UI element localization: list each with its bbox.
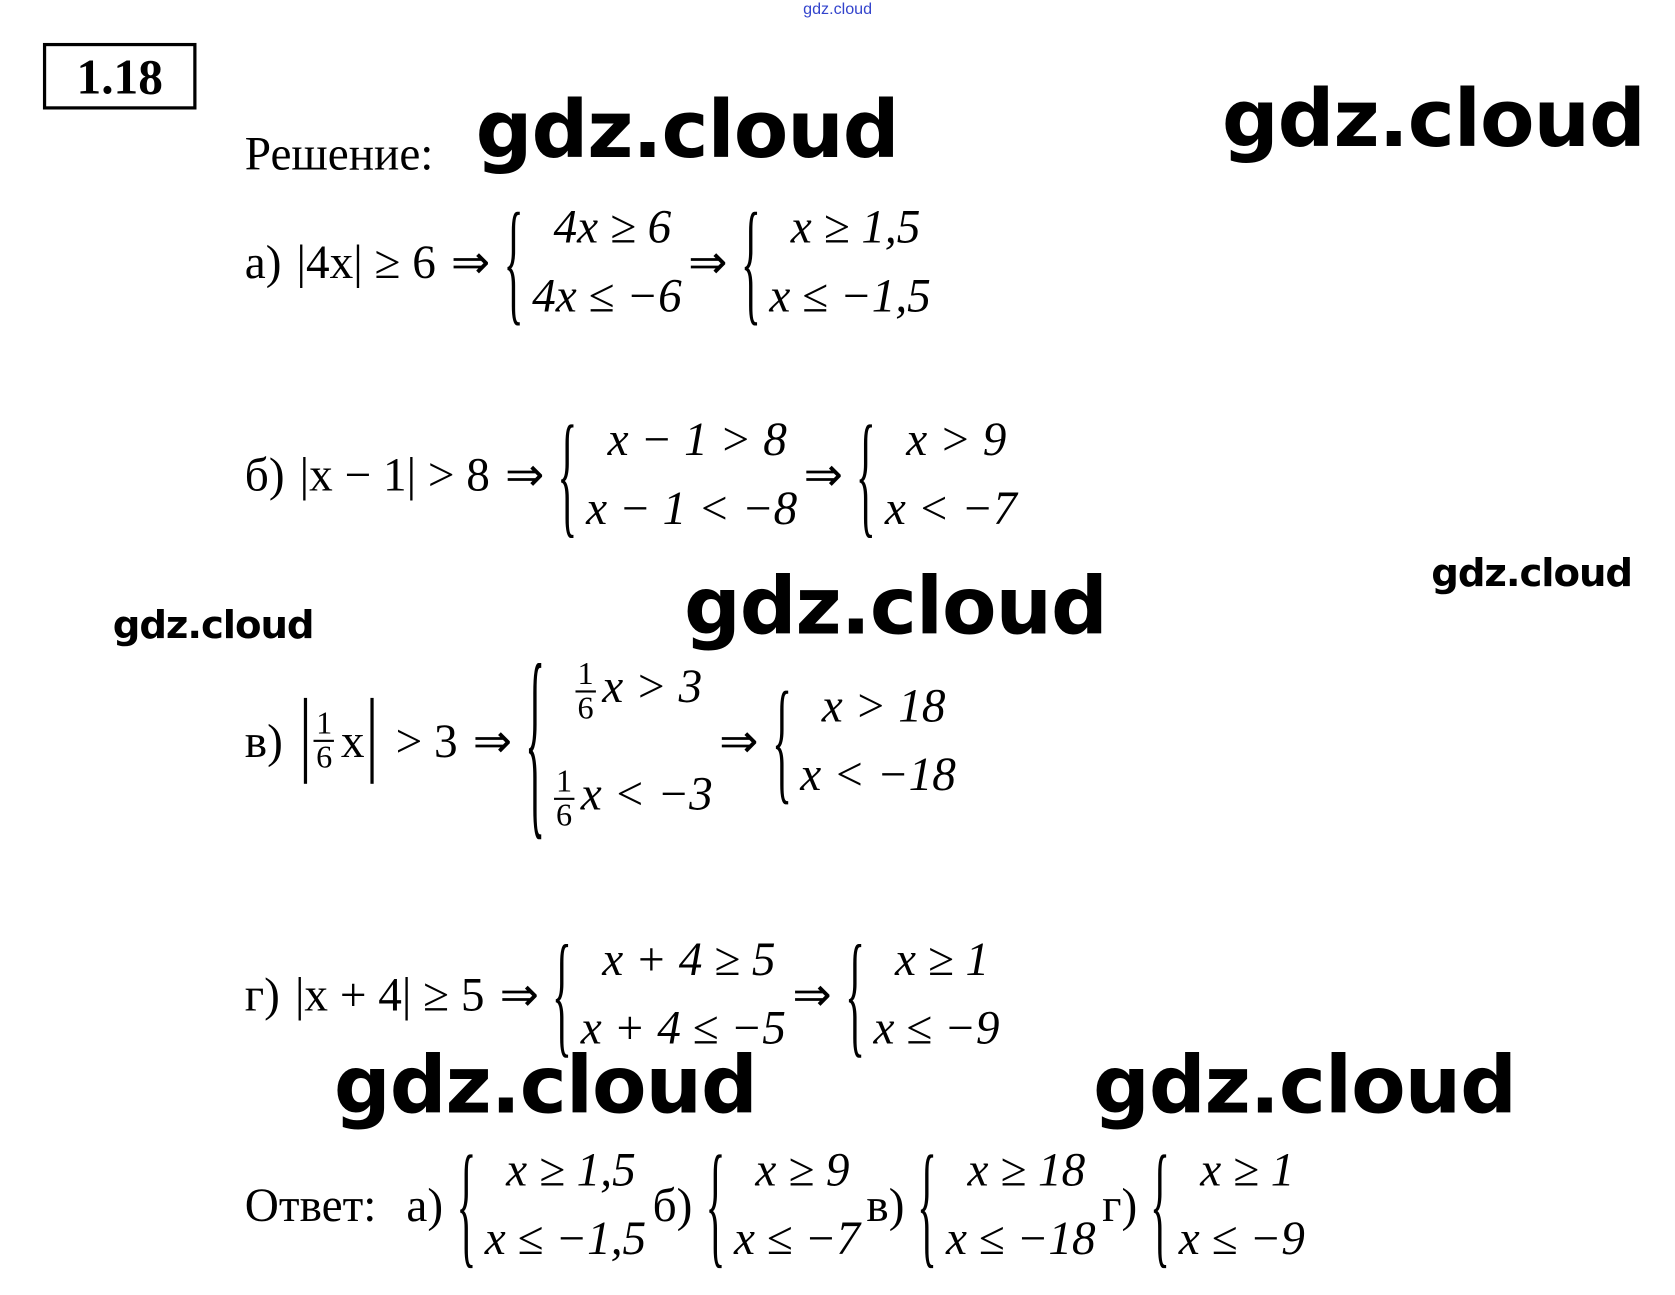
answer-item-label: а) (406, 1178, 444, 1231)
brace-icon: { (456, 1127, 476, 1280)
watermark: gdz.cloud (475, 83, 900, 177)
system-row: x − 1 < −8 (586, 482, 798, 535)
part-b: б) |x − 1| > 8 ⇒ { x − 1 > 8 x − 1 < −8 ⇒… (244, 397, 1023, 550)
abs-bar (304, 697, 308, 784)
system-row: x ≥ 9 (755, 1143, 850, 1197)
answer-label: Ответ: (244, 1178, 377, 1231)
answer-item-label: г) (1102, 1178, 1138, 1231)
system-row: x < −18 (800, 748, 956, 801)
brace-icon: { (557, 397, 578, 550)
implies-arrow: ⇒ (450, 235, 491, 289)
brace-icon: { (771, 663, 792, 817)
inequality: |x − 1| > 8 (299, 448, 490, 501)
brace-icon: { (525, 621, 546, 858)
part-g: г) |x + 4| ≥ 5 ⇒ { x + 4 ≥ 5 x + 4 ≤ −5 ⇒… (244, 916, 1006, 1070)
system-row: x ≤ −7 (733, 1212, 860, 1265)
answer-item-label: в) (866, 1178, 905, 1231)
brace-icon: { (1150, 1127, 1171, 1280)
system: { x ≥ 1,5 x ≤ −1,5 (734, 184, 931, 338)
denominator: 6 (316, 739, 333, 776)
answer-system: { x ≥ 9 x ≤ −7 (699, 1127, 860, 1280)
watermark: gdz.cloud (1221, 73, 1646, 166)
implies-arrow: ⇒ (472, 714, 513, 768)
watermark: gdz.cloud (683, 560, 1108, 653)
watermark: gdz.cloud (1431, 551, 1633, 596)
system-row: x + 4 ≥ 5 (602, 933, 776, 986)
brace-icon: { (856, 397, 877, 550)
system-row: x ≥ 1,5 (790, 200, 921, 254)
brace-icon: { (844, 916, 865, 1070)
system-row: x ≥ 1 (1200, 1143, 1295, 1197)
system-row: x − 1 > 8 (607, 413, 787, 466)
variable: x (340, 714, 365, 768)
system: { x > 18 x < −18 (765, 663, 956, 817)
part-label: г) (244, 967, 280, 1021)
brace-icon: { (705, 1127, 726, 1280)
system-row: x ≤ −9 (873, 1001, 1000, 1055)
answer-system: { x ≥ 1,5 x ≤ −1,5 (450, 1127, 647, 1280)
numerator: 1 (575, 658, 596, 693)
system-row: x > 9 (906, 413, 1007, 466)
brace-icon: { (740, 184, 761, 338)
system-row: 4x ≥ 6 (553, 200, 672, 254)
brace-icon: { (503, 184, 524, 338)
answer: Ответ: а) { x ≥ 1,5 x ≤ −1,5 б) { x ≥ 9 x … (244, 1127, 1311, 1280)
system: { x − 1 > 8 x − 1 < −8 (551, 397, 798, 550)
watermark-top: gdz.cloud (803, 0, 873, 19)
system: { x + 4 ≥ 5 x + 4 ≤ −5 (546, 916, 786, 1070)
problem-number: 1.18 (42, 42, 197, 110)
inequality-rhs: > 3 (395, 714, 458, 768)
system-row: x ≤ −9 (1178, 1212, 1305, 1265)
brace-icon: { (917, 1127, 938, 1280)
system-row: x ≥ 1 (894, 933, 990, 986)
implies-arrow: ⇒ (719, 714, 759, 768)
denominator: 6 (556, 797, 573, 834)
part-label: б) (244, 448, 285, 501)
inequality: |x + 4| ≥ 5 (294, 967, 485, 1021)
system-row: x ≤ −18 (946, 1212, 1096, 1265)
system-row: 4x ≤ −6 (532, 269, 682, 323)
implies-arrow: ⇒ (499, 967, 540, 1021)
watermark: gdz.cloud (1093, 1039, 1517, 1132)
row-text: x > 3 (602, 660, 703, 713)
implies-arrow: ⇒ (792, 967, 832, 1021)
inequality: |4x| ≥ 6 (296, 235, 436, 289)
answer-system: { x ≥ 1 x ≤ −9 (1144, 1127, 1305, 1280)
system: { 4x ≥ 6 4x ≤ −6 (497, 184, 682, 338)
numerator: 1 (553, 765, 575, 800)
denominator: 6 (577, 690, 594, 726)
solution-label: Решение: (244, 127, 434, 181)
system-row: x ≥ 1,5 (506, 1143, 636, 1197)
watermark: gdz.cloud (333, 1039, 758, 1132)
part-a: а) |4x| ≥ 6 ⇒ { 4x ≥ 6 4x ≤ −6 ⇒ { x ≥ 1,… (244, 184, 937, 338)
system-row: x > 18 (821, 679, 946, 733)
system-row: x ≤ −1,5 (484, 1212, 647, 1265)
system-row: x ≥ 18 (967, 1143, 1086, 1197)
system: { x > 9 x < −7 (850, 397, 1017, 550)
part-label: в) (244, 714, 283, 768)
system-row: x < −7 (884, 482, 1017, 535)
part-label: а) (244, 235, 282, 289)
watermark: gdz.cloud (112, 603, 315, 648)
implies-arrow: ⇒ (504, 448, 545, 501)
answer-system: { x ≥ 18 x ≤ −18 (911, 1127, 1096, 1280)
implies-arrow: ⇒ (803, 448, 844, 501)
system-row: x ≤ −1,5 (769, 269, 931, 323)
abs-bar (370, 697, 375, 784)
answer-item-label: б) (652, 1178, 693, 1231)
numerator: 1 (313, 707, 335, 742)
brace-icon: { (552, 916, 573, 1070)
row-text: x < −3 (580, 767, 713, 821)
system: { x ≥ 1 x ≤ −9 (838, 916, 1000, 1070)
system-row: x + 4 ≤ −5 (580, 1001, 786, 1055)
implies-arrow: ⇒ (688, 235, 728, 289)
